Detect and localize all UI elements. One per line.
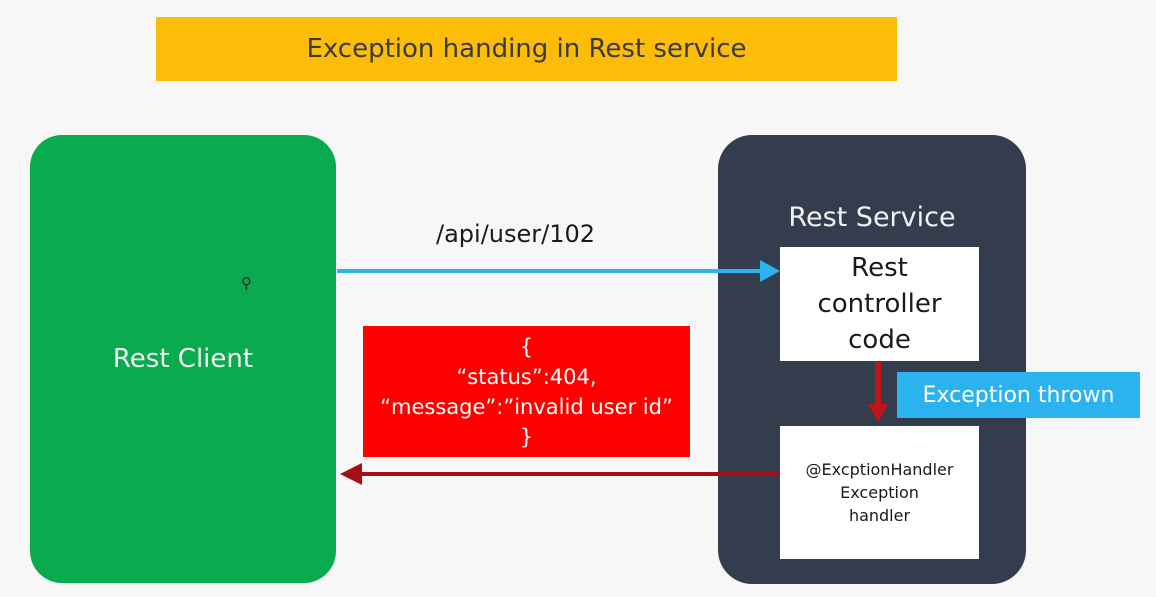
response-arrow	[340, 463, 780, 485]
rest-controller-box: Rest controller code	[780, 247, 979, 361]
handler-name-line: handler	[848, 506, 911, 525]
exception-flow-arrow	[868, 362, 888, 422]
response-status-line: “status”:404,	[456, 364, 597, 389]
request-arrow	[337, 260, 780, 282]
exception-handler-box: @ExcptionHandler Exception handler	[780, 426, 979, 559]
rest-service-label: Rest Service	[788, 202, 956, 233]
handler-annotation-line: @ExcptionHandler	[805, 460, 954, 479]
rest-client-box: Rest Client	[30, 135, 336, 583]
handler-exception-line: Exception	[840, 483, 919, 502]
title-banner: Exception handing in Rest service	[156, 17, 897, 81]
diagram-title: Exception handing in Rest service	[306, 34, 747, 64]
response-open-brace: {	[519, 334, 534, 359]
error-response-box: { “status”:404, “message”:”invalid user …	[363, 326, 690, 457]
magnifier-cursor-icon: ⚲	[241, 274, 252, 292]
exception-thrown-label: Exception thrown	[922, 382, 1115, 408]
request-endpoint-label: /api/user/102	[436, 220, 596, 248]
exception-thrown-badge: Exception thrown	[897, 372, 1140, 418]
response-message-line: “message”:”invalid user id”	[380, 394, 673, 419]
rest-controller-label: Rest controller code	[817, 253, 942, 355]
rest-client-label: Rest Client	[112, 344, 254, 374]
response-close-brace: }	[519, 424, 534, 449]
